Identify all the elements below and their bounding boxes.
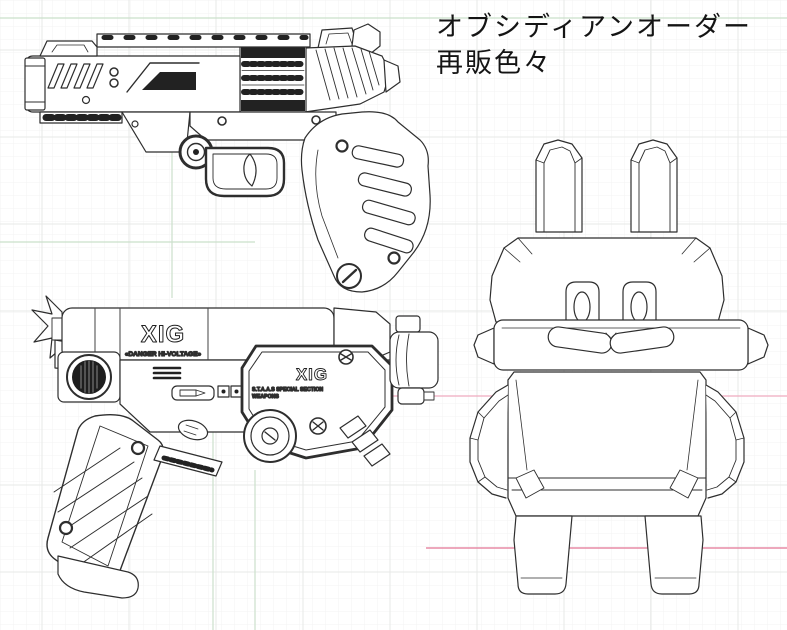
panel-text-line1: S.T.A.A.S SPECIAL SECTION: [252, 387, 323, 393]
rabbit-right-ear: [630, 139, 678, 233]
tank-logo-text: XIG: [141, 321, 185, 348]
caption: オブシディアンオーダー 再販色々: [436, 10, 781, 81]
panel-screws: [243, 349, 354, 463]
panel-logo-text: XIG: [296, 365, 328, 384]
panel-text-line2: WEAPONS: [252, 394, 279, 400]
rabbit-left-arm: [469, 384, 509, 499]
gun-top-drawing: [24, 23, 431, 293]
tank-warning-text: «DANGER HI-VOLTAGE»: [125, 351, 202, 358]
rabbit-right-arm: [705, 384, 745, 499]
caption-line-2: 再販色々: [436, 47, 552, 79]
gun-bottom-drawing: XIG «DANGER HI-VOLTAGE»: [31, 295, 439, 599]
knurled-knob: [57, 351, 121, 403]
guide-lines: [0, 17, 787, 630]
rabbit-figure-drawing: [469, 139, 769, 595]
rabbit-left-ear: [535, 139, 583, 233]
caption-line-1: オブシディアンオーダー: [436, 12, 753, 43]
